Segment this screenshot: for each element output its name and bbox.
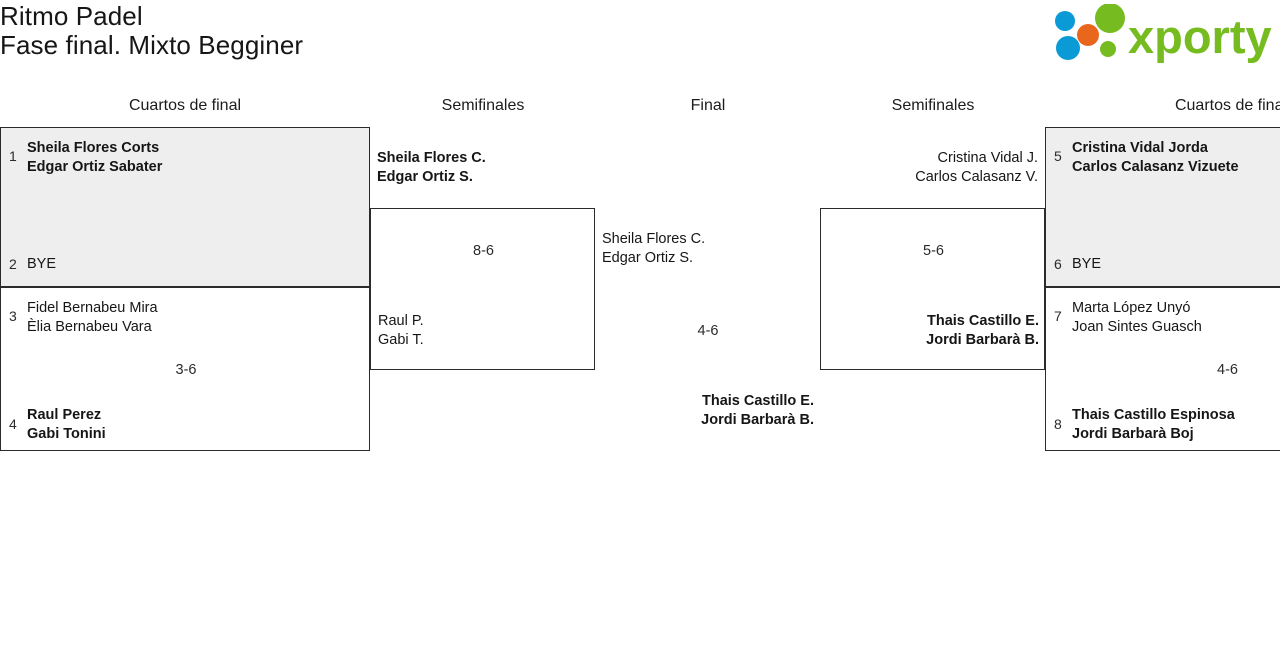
seed-number: 3 (9, 308, 17, 324)
tournament-title: Ritmo Padel (0, 1, 143, 31)
seed-number: 5 (1054, 148, 1062, 164)
title-block: Ritmo Padel Fase final. Mixto Begginer (0, 0, 303, 60)
seed-number: 8 (1054, 416, 1062, 432)
seed-number: 6 (1054, 256, 1062, 272)
team-right-sf-top: Cristina Vidal J. Carlos Calasanz V. (915, 150, 1038, 185)
logo-dot-blue-bottom (1056, 36, 1080, 60)
seed-number: 7 (1054, 308, 1062, 324)
team-left-qf2-top: Fidel Bernabeu Mira Èlia Bernabeu Vara (27, 300, 158, 335)
score-final: 4-6 (697, 323, 719, 339)
team-left-sf-bottom: Raul P. Gabi T. (378, 313, 424, 348)
team-right-qf2-bottom: Thais Castillo Espinosa Jordi Barbarà Bo… (1072, 407, 1235, 442)
team-final-right-champion: Thais Castillo E. Jordi Barbarà B. (701, 393, 814, 428)
round-header-right-semis: Semifinales (891, 97, 975, 114)
logo-wordmark: xporty (1128, 10, 1272, 63)
seed-number: 1 (9, 148, 17, 164)
team-right-qf1-bottom: BYE (1072, 256, 1102, 272)
round-header-final: Final (690, 97, 726, 114)
team-right-sf-bottom: Thais Castillo E. Jordi Barbarà B. (926, 313, 1039, 348)
tournament-subtitle: Fase final. Mixto Begginer (0, 30, 304, 61)
seed-number: 4 (9, 416, 17, 432)
team-left-qf1-top: Sheila Flores Corts Edgar Ortiz Sabater (27, 140, 163, 175)
team-final-left: Sheila Flores C. Edgar Ortiz S. (602, 231, 706, 266)
page-header: Ritmo Padel Fase final. Mixto Begginer x… (0, 0, 1280, 88)
logo-dot-orange (1077, 24, 1099, 46)
match-box-left-qf1[interactable]: 1 Sheila Flores Corts Edgar Ortiz Sabate… (0, 127, 370, 287)
match-box-left-qf2[interactable]: 3 Fidel Bernabeu Mira Èlia Bernabeu Vara… (0, 287, 370, 451)
match-box-left-sf[interactable]: 8-6 Raul P. Gabi T. (370, 208, 595, 370)
score-left-sf: 8-6 (473, 243, 494, 259)
team-left-qf1-bottom: BYE (27, 256, 57, 272)
match-box-right-qf1[interactable]: 5 Cristina Vidal Jorda Carlos Calasanz V… (1045, 127, 1280, 287)
round-header-right-quarters: Cuartos de final (1174, 97, 1280, 114)
team-left-qf2-bottom: Raul Perez Gabi Tonini (27, 407, 106, 442)
score-right-sf: 5-6 (923, 243, 944, 259)
match-box-right-sf[interactable]: 5-6 Thais Castillo E. Jordi Barbarà B. (820, 208, 1045, 370)
logo-dot-blue-top (1055, 11, 1075, 31)
seed-number: 2 (9, 256, 17, 272)
team-left-sf-top: Sheila Flores C. Edgar Ortiz S. (377, 150, 486, 185)
logo-dot-green-big (1095, 4, 1125, 33)
team-right-qf1-top: Cristina Vidal Jorda Carlos Calasanz Viz… (1072, 140, 1239, 175)
score-left-qf2: 3-6 (175, 362, 197, 378)
score-right-qf2: 4-6 (1217, 362, 1238, 378)
round-header-left-semis: Semifinales (441, 97, 525, 114)
logo-dot-green-small (1100, 41, 1116, 57)
team-right-qf2-top: Marta López Unyó Joan Sintes Guasch (1072, 300, 1202, 335)
xporty-logo[interactable]: xporty (1048, 4, 1274, 66)
match-box-right-qf2[interactable]: 7 Marta López Unyó Joan Sintes Guasch 4-… (1045, 287, 1280, 451)
round-header-left-quarters: Cuartos de final (128, 97, 242, 114)
